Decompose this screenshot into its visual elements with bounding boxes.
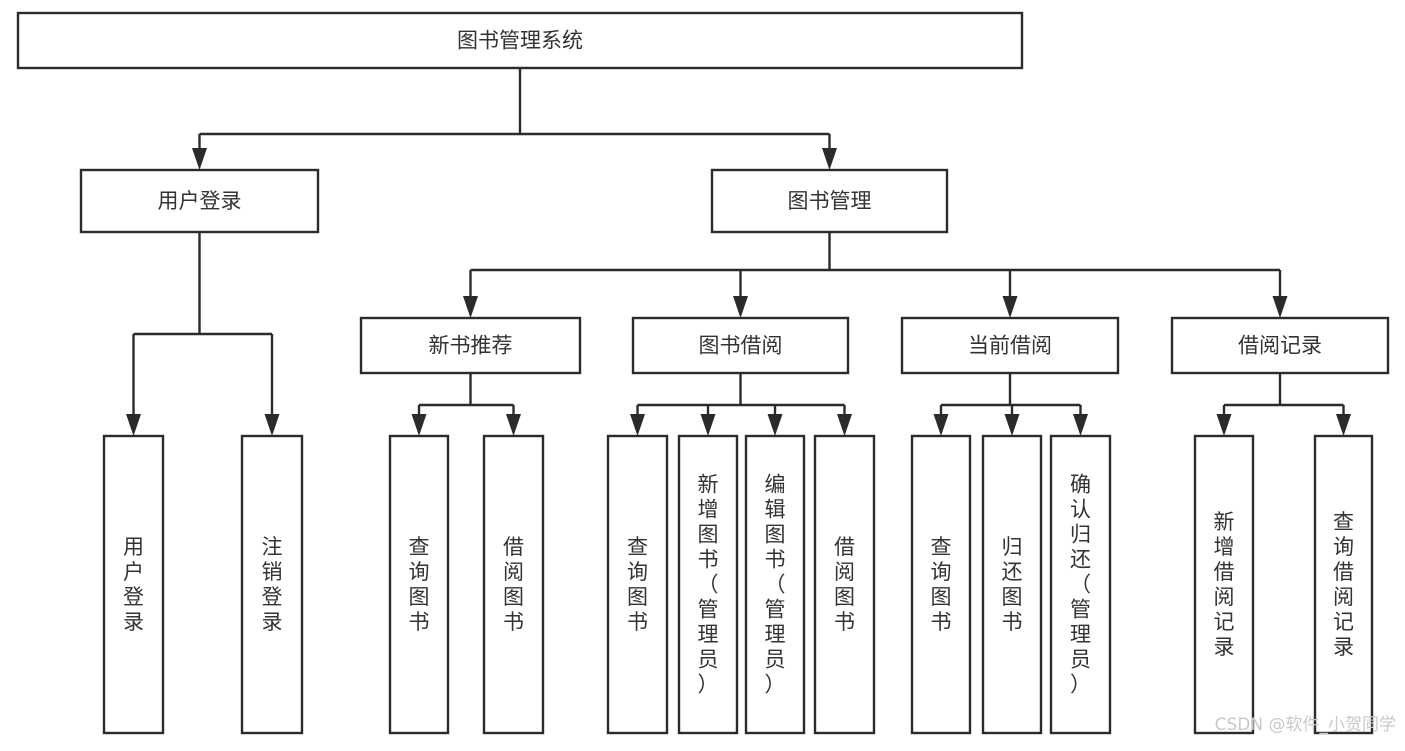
node-layer: 图书管理系统用户登录图书管理新书推荐图书借阅当前借阅借阅记录用户登录注销登录查询… [16,11,1390,735]
connector-root-to-level2 [192,68,837,170]
node-box-leaf-confirm-return[interactable] [1049,434,1112,735]
node-box-user-login[interactable] [79,168,320,234]
node-box-leaf-query-book-3[interactable] [910,434,972,735]
arrow-head-icon [463,296,478,318]
node-box-leaf-add-book[interactable] [677,434,739,735]
node-label-current-borrow: 当前借阅 [968,334,1052,358]
node-box-leaf-query-book-1[interactable] [388,434,450,735]
node-leaf-add-book[interactable]: 新增图书（管理员） [677,434,739,735]
node-box-leaf-query-borrow-record[interactable] [1313,434,1374,735]
arrow-head-icon [933,414,949,436]
node-borrow-record[interactable]: 借阅记录 [1170,316,1390,375]
arrow-head-icon [192,148,207,170]
arrow-head-icon [1336,414,1351,436]
arrow-head-icon [767,414,783,436]
node-label-leaf-query-book-3: 查询图书 [931,535,952,634]
arrow-head-icon [733,296,748,318]
node-box-leaf-logout-login[interactable] [240,434,304,735]
arrow-head-icon [630,414,645,436]
node-leaf-confirm-return[interactable]: 确认归还（管理员） [1049,434,1112,735]
node-label-leaf-borrow-book-1: 借阅图书 [503,535,524,634]
node-box-leaf-add-borrow-record[interactable] [1193,434,1255,735]
node-leaf-return-book[interactable]: 归还图书 [981,434,1043,735]
node-box-new-book-recommend[interactable] [359,316,582,375]
arrow-head-icon [837,414,852,436]
arrow-head-icon [1073,414,1088,436]
node-label-leaf-query-borrow-record: 查询借阅记录 [1333,510,1354,659]
arrow-head-icon [126,414,141,436]
node-label-new-book-recommend: 新书推荐 [429,334,513,358]
node-box-leaf-borrow-book-2[interactable] [813,434,876,735]
arrow-head-icon [1272,296,1288,318]
arrow-head-icon [822,148,837,170]
node-leaf-query-borrow-record[interactable]: 查询借阅记录 [1313,434,1374,735]
node-label-book-management: 图书管理 [788,189,872,213]
connector-book-borrow-to-leaves [630,373,852,436]
arrow-head-icon [506,414,521,436]
connector-layer [126,68,1351,436]
arrow-head-icon [1004,414,1020,436]
node-label-book-borrow: 图书借阅 [699,334,783,358]
node-current-borrow[interactable]: 当前借阅 [900,316,1120,375]
node-label-leaf-query-book-2: 查询图书 [627,535,648,634]
node-label-leaf-confirm-return: 确认归还（管理员） [1070,473,1091,697]
node-box-leaf-edit-book[interactable] [744,434,806,735]
node-box-current-borrow[interactable] [900,316,1120,375]
connector-new-book-recommend-to-leaves [411,373,521,436]
node-leaf-logout-login[interactable]: 注销登录 [240,434,304,735]
node-box-leaf-user-login[interactable] [102,434,165,735]
node-label-leaf-return-book: 归还图书 [1002,535,1023,634]
node-label-leaf-borrow-book-2: 借阅图书 [834,535,855,634]
node-leaf-query-book-1[interactable]: 查询图书 [388,434,450,735]
node-root[interactable]: 图书管理系统 [16,11,1024,70]
node-label-user-login: 用户登录 [158,189,242,213]
node-box-leaf-borrow-book-1[interactable] [482,434,545,735]
arrow-head-icon [1216,414,1232,436]
connector-user-login-to-leaves [126,232,280,436]
node-user-login[interactable]: 用户登录 [79,168,320,234]
node-leaf-query-book-2[interactable]: 查询图书 [606,434,669,735]
node-label-leaf-add-borrow-record: 新增借阅记录 [1214,510,1235,659]
node-leaf-borrow-book-2[interactable]: 借阅图书 [813,434,876,735]
connector-borrow-record-to-leaves [1216,373,1351,436]
node-leaf-add-borrow-record[interactable]: 新增借阅记录 [1193,434,1255,735]
arrow-head-icon [1002,296,1018,318]
node-leaf-query-book-3[interactable]: 查询图书 [910,434,972,735]
node-label-leaf-add-book: 新增图书（管理员） [698,473,719,697]
watermark-label: CSDN @软件_小贺同学 [1215,715,1396,735]
node-box-borrow-record[interactable] [1170,316,1390,375]
node-book-management[interactable]: 图书管理 [710,168,949,234]
node-new-book-recommend[interactable]: 新书推荐 [359,316,582,375]
node-label-leaf-user-login: 用户登录 [123,535,144,634]
node-leaf-borrow-book-1[interactable]: 借阅图书 [482,434,545,735]
node-box-leaf-query-book-2[interactable] [606,434,669,735]
arrow-head-icon [264,414,280,436]
arrow-head-icon [700,414,716,436]
node-label-root: 图书管理系统 [457,29,583,53]
node-box-book-borrow[interactable] [631,316,850,375]
node-label-leaf-logout-login: 注销登录 [262,535,283,634]
node-label-leaf-edit-book: 编辑图书（管理员） [765,473,786,697]
node-book-borrow[interactable]: 图书借阅 [631,316,850,375]
node-box-root[interactable] [16,11,1024,70]
node-box-book-management[interactable] [710,168,949,234]
node-label-leaf-query-book-1: 查询图书 [409,535,430,634]
node-leaf-user-login[interactable]: 用户登录 [102,434,165,735]
arrow-head-icon [411,414,427,436]
node-label-borrow-record: 借阅记录 [1238,334,1322,358]
connector-book-management-to-level3 [463,232,1288,318]
connector-current-borrow-to-leaves [933,373,1088,436]
node-box-leaf-return-book[interactable] [981,434,1043,735]
node-leaf-edit-book[interactable]: 编辑图书（管理员） [744,434,806,735]
